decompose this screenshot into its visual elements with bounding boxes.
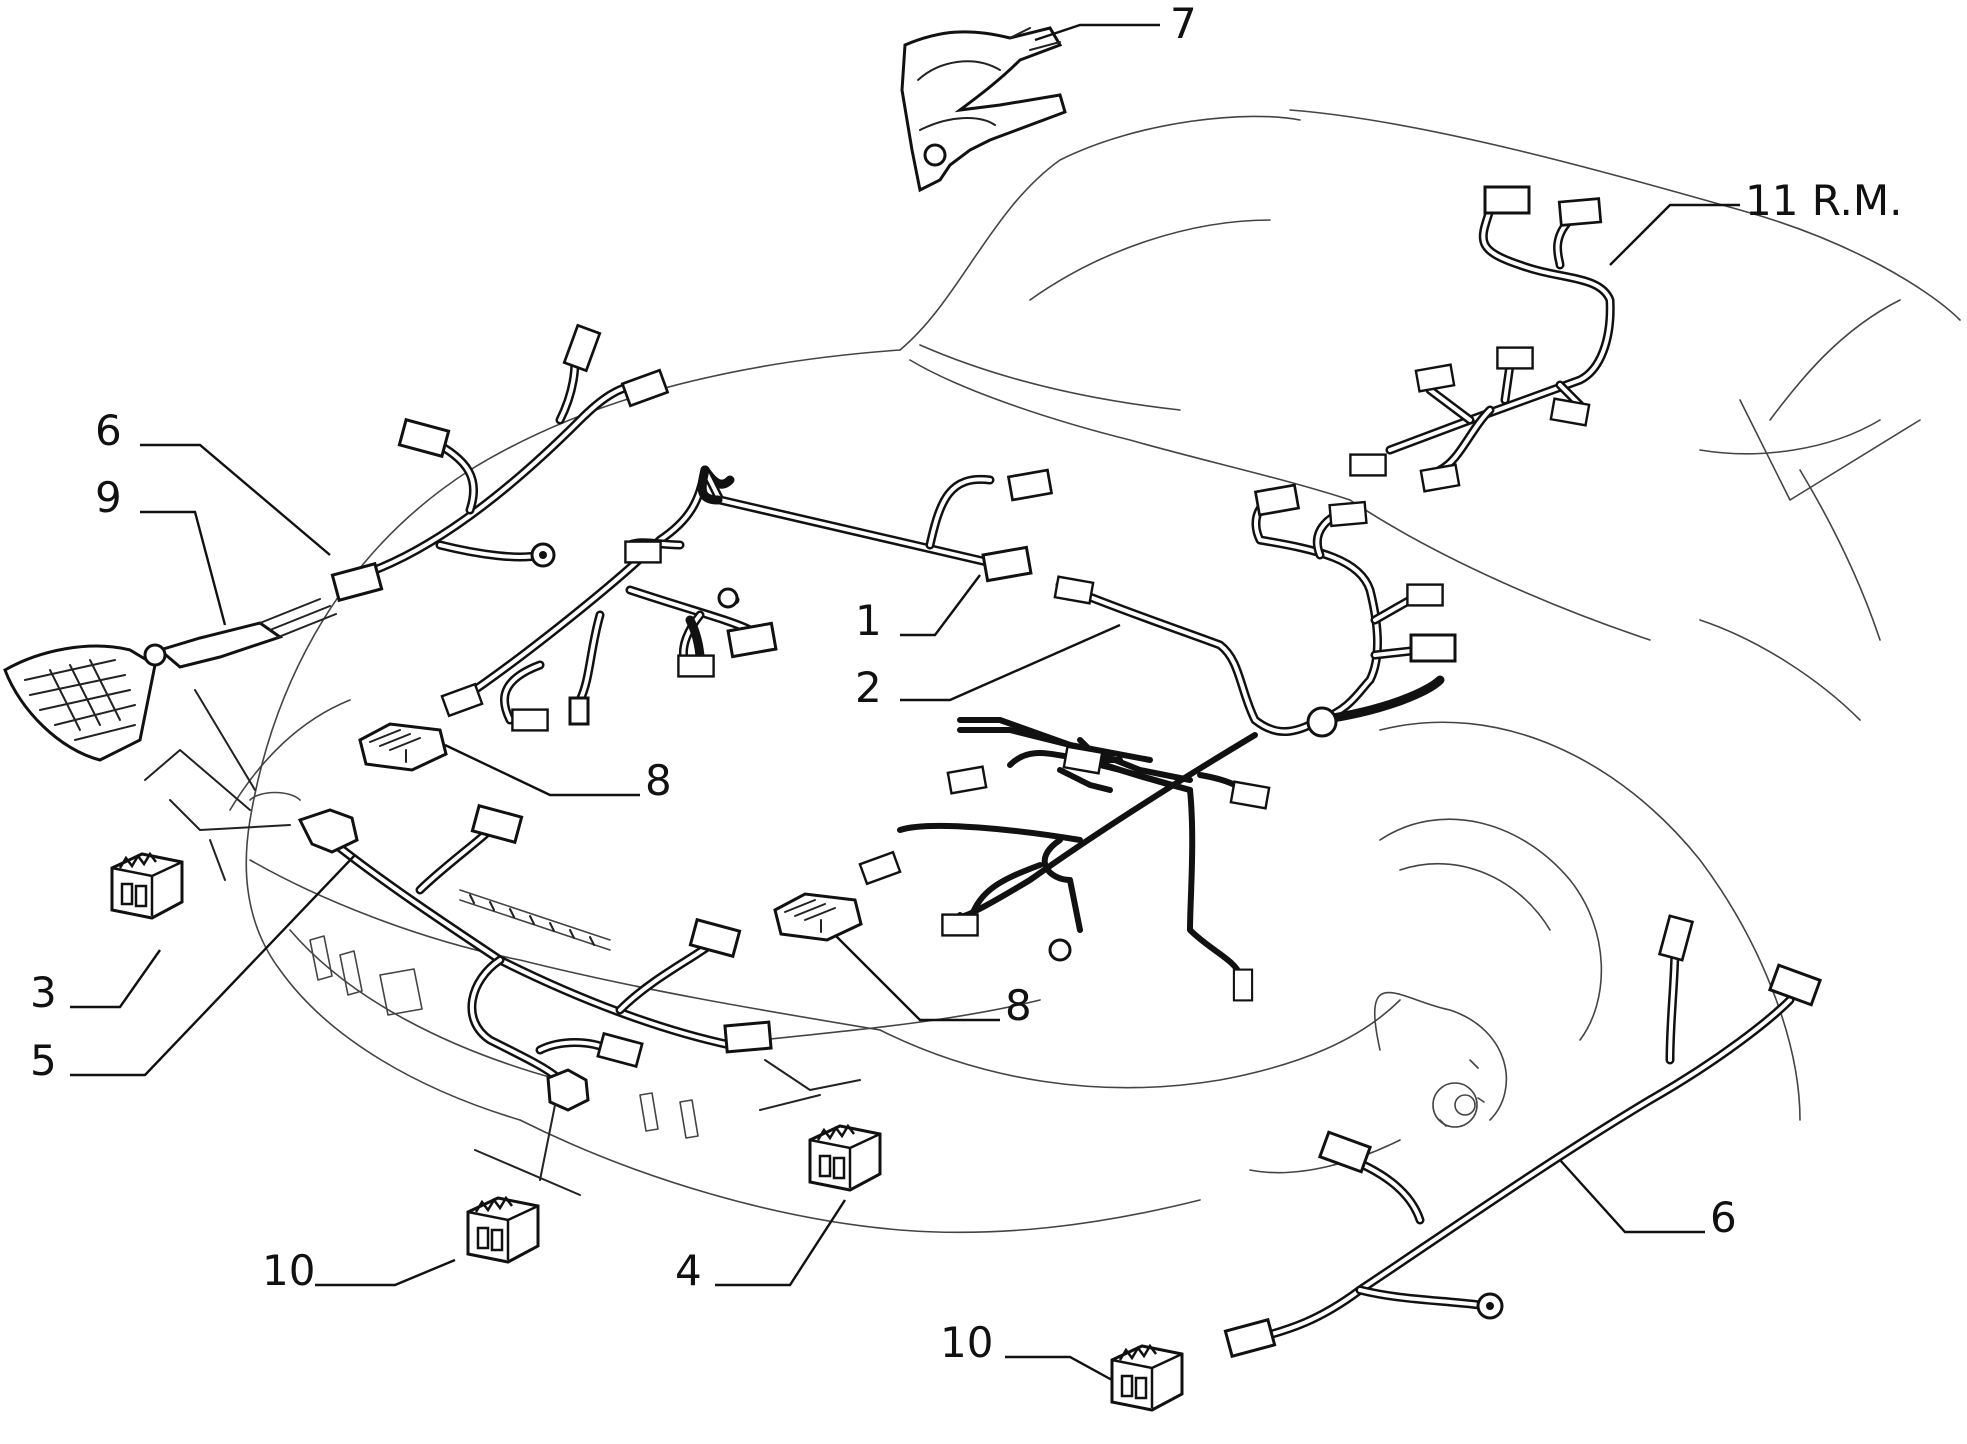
label-11-rm: 11 R.M. [1745,176,1902,225]
wheel-outline [1374,991,1508,1128]
label-5: 5 [30,1036,57,1085]
label-8-lower: 8 [1005,981,1032,1030]
label-6-top: 6 [95,406,122,455]
harness-part-2 [858,483,1457,1002]
harness-part-6-left [330,324,669,602]
socket-part-10-left [466,1196,540,1264]
socket-part-10-right [1110,1344,1184,1412]
label-8-upper: 8 [645,756,672,805]
label-10-left: 10 [262,1246,315,1295]
harness-part-5 [297,804,773,1112]
label-7: 7 [1170,0,1197,48]
leader-lines [70,23,1740,1382]
bulb-holder-part-9 [143,598,337,669]
label-1: 1 [855,596,882,645]
side-lamp-part-9 [3,644,157,762]
clip-part-8-upper [358,722,448,772]
car-body-outline [229,109,1961,1234]
socket-part-3 [110,852,184,920]
harness-part-11-rm [1349,185,1615,493]
label-9: 9 [95,473,122,522]
socket-part-4 [808,1124,882,1192]
bracket-part-7 [900,26,1067,193]
label-2: 2 [855,663,882,712]
label-4: 4 [675,1246,702,1295]
label-10-right: 10 [940,1318,993,1367]
label-3: 3 [30,968,57,1017]
harness-part-6-right [1223,914,1822,1358]
harness-part-1 [440,465,1053,732]
label-6-bottom: 6 [1710,1193,1737,1242]
exploded-view-lines [144,689,861,1196]
clip-part-8-lower [773,892,863,942]
